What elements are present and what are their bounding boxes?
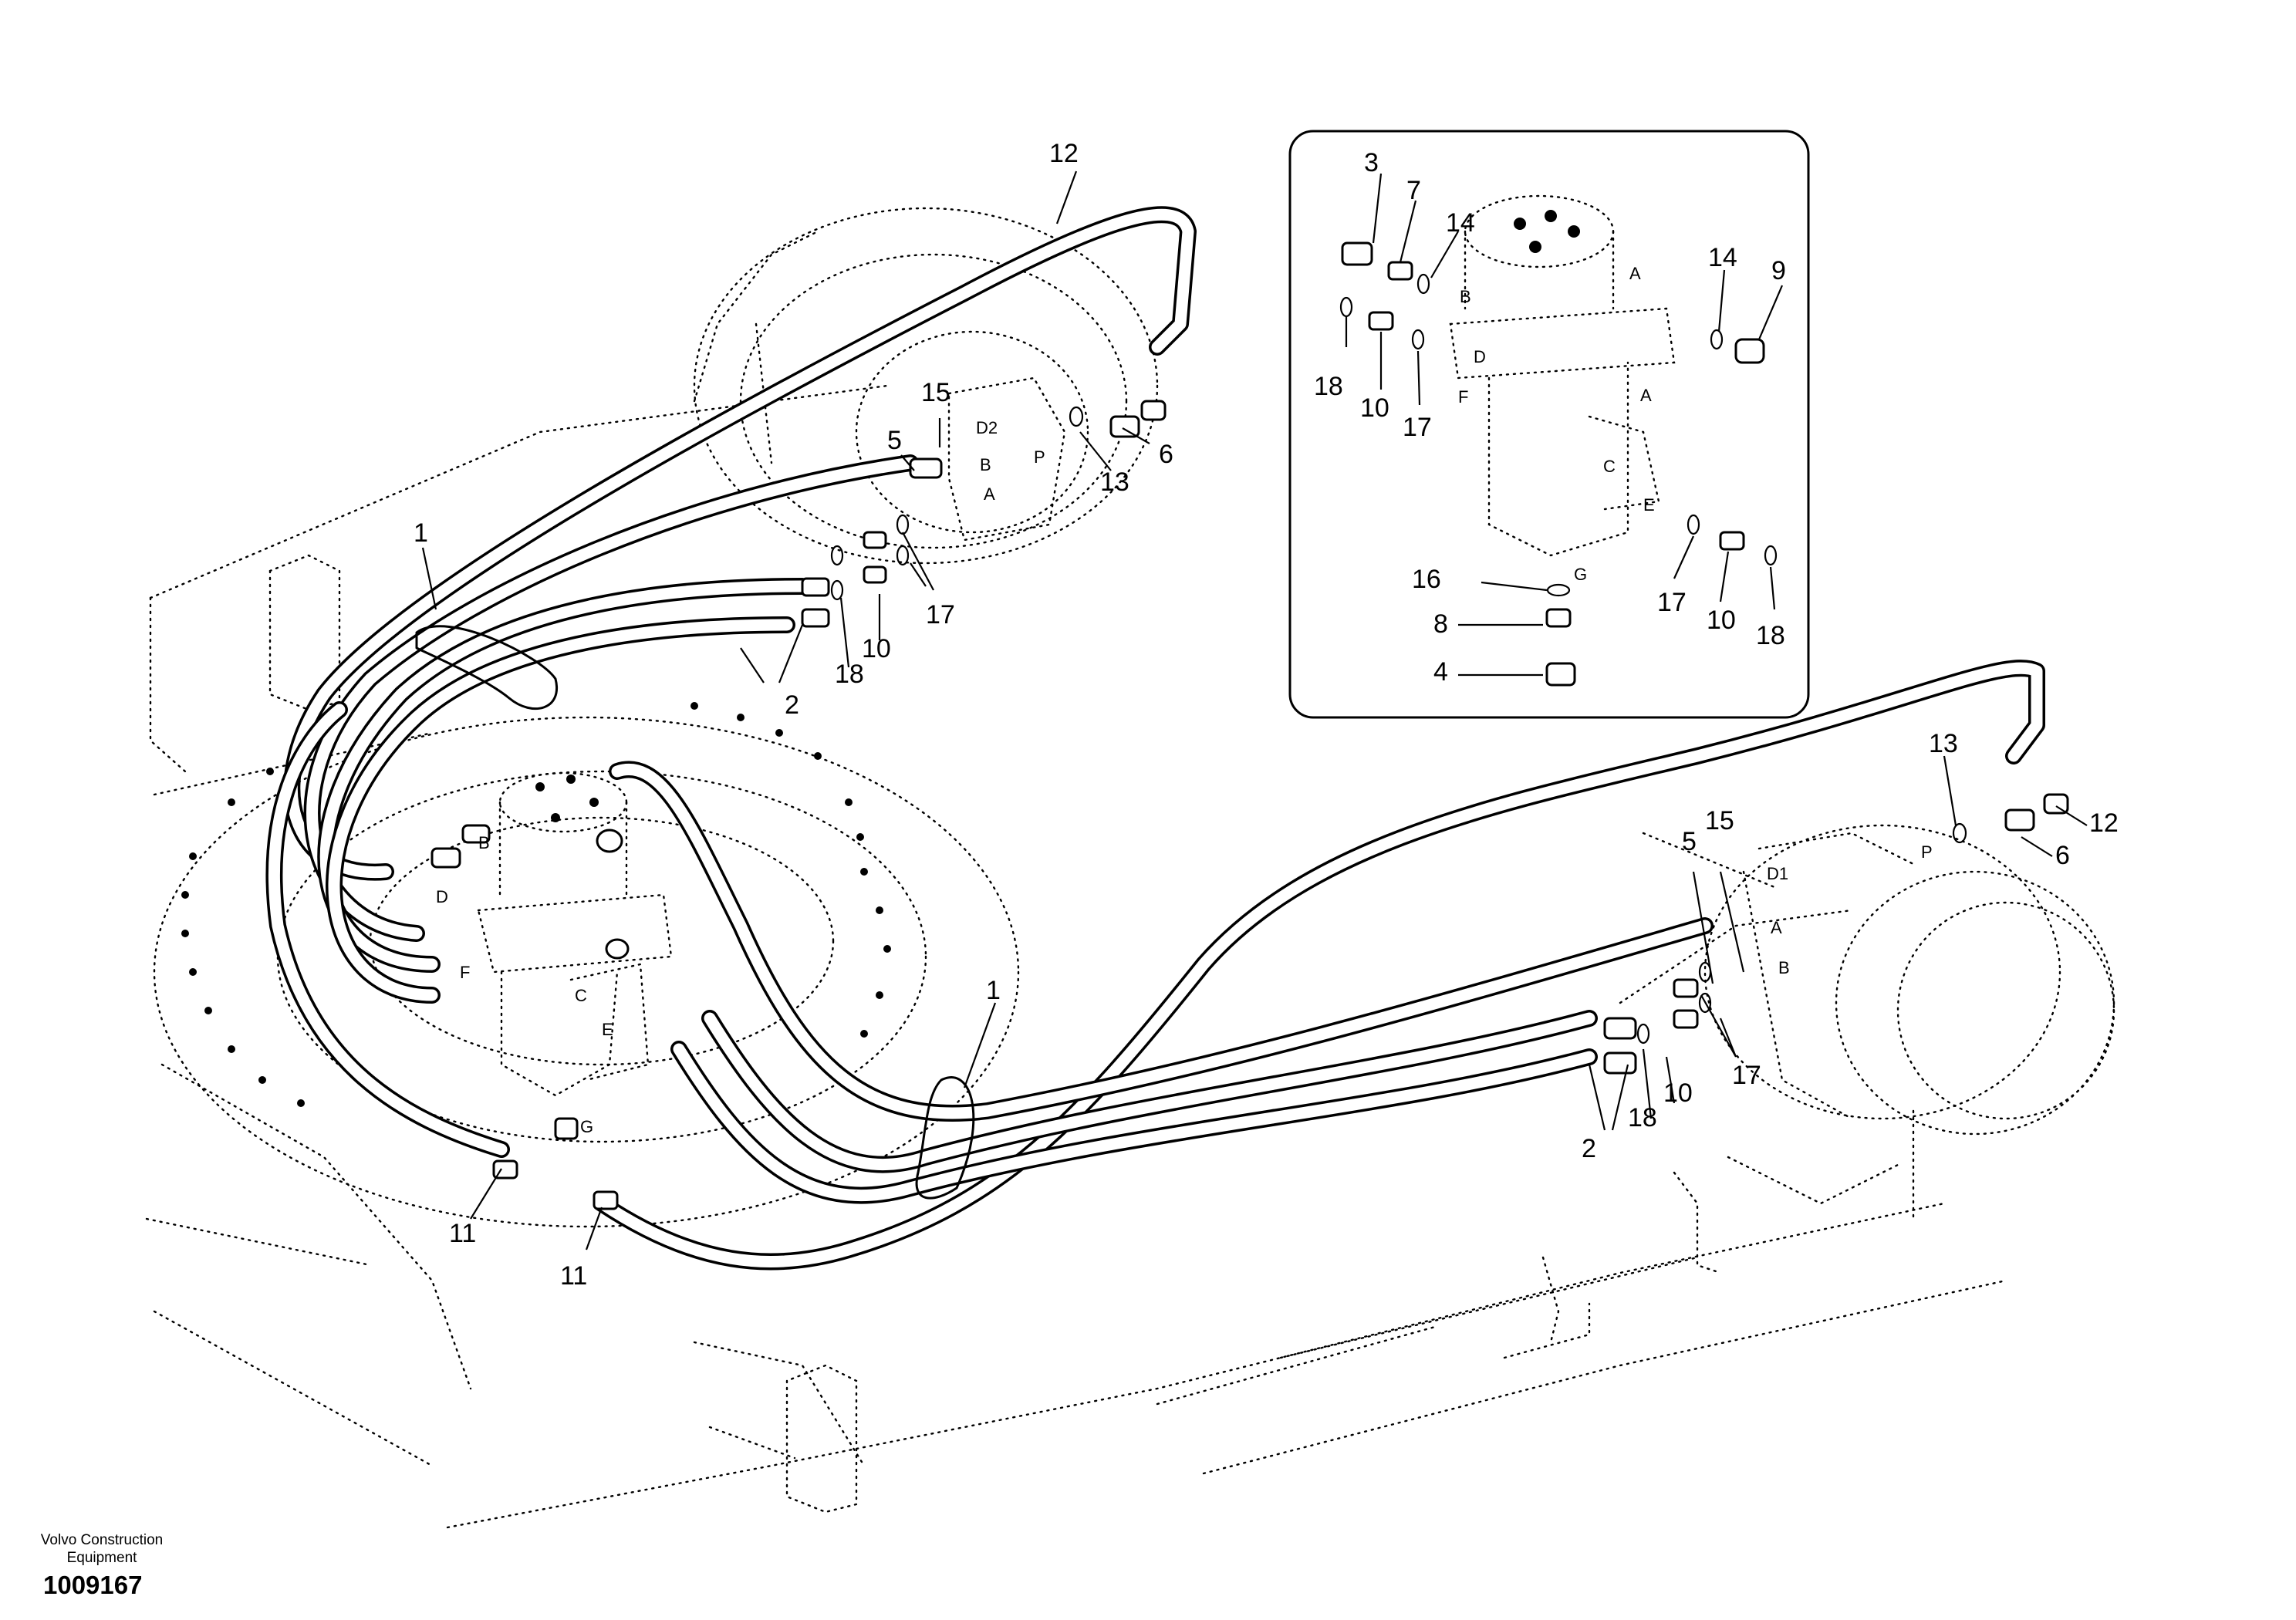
port-a-inset-top: A <box>1629 264 1641 283</box>
callout-labels: 1 2 3 4 5 6 7 8 9 10 11 11 12 13 14 14 1… <box>414 139 2119 1291</box>
callout-13-right: 13 <box>1929 729 1958 758</box>
callout-9-inset: 9 <box>1771 256 1786 285</box>
port-f-inset: F <box>1458 387 1468 407</box>
callout-10-inset-right: 10 <box>1707 606 1736 635</box>
leader-lines <box>421 170 2088 1250</box>
port-p-top: P <box>1034 447 1045 467</box>
port-g-inset: G <box>1574 565 1587 584</box>
hose-clamps <box>415 625 975 1200</box>
swivel-detail-inset <box>1288 130 1810 719</box>
callout-16-inset: 16 <box>1412 565 1441 594</box>
callout-15-top: 15 <box>921 378 950 407</box>
callout-18-inset-right: 18 <box>1756 621 1785 650</box>
callout-5-right: 5 <box>1682 827 1697 856</box>
brand-line-2: Equipment <box>66 1550 137 1566</box>
callout-2-top: 2 <box>785 690 799 720</box>
callout-17-right: 17 <box>1732 1061 1761 1090</box>
callout-6-top: 6 <box>1159 440 1173 469</box>
fittings <box>430 400 2069 1210</box>
port-b-right: B <box>1778 958 1790 977</box>
callout-10-inset-left: 10 <box>1360 393 1389 423</box>
callout-11-left: 11 <box>449 1219 476 1248</box>
port-d-swivel: D <box>436 887 448 906</box>
callout-10-right: 10 <box>1663 1078 1693 1108</box>
port-b-top: B <box>980 455 991 474</box>
callout-14-inset-right: 14 <box>1708 243 1737 272</box>
callout-17-top: 17 <box>926 600 955 629</box>
right-travel-motor <box>1642 824 2115 1136</box>
document-number: 1009167 <box>43 1571 143 1599</box>
brand-line-1: Volvo Construction <box>40 1532 164 1548</box>
center-swivel-joint <box>477 771 673 1097</box>
port-b-inset: B <box>1460 287 1471 306</box>
callout-12-right: 12 <box>2089 808 2119 838</box>
port-c-inset: C <box>1603 457 1616 476</box>
port-f-swivel: F <box>460 963 470 982</box>
callout-1-top: 1 <box>414 518 428 548</box>
callout-10-top: 10 <box>862 634 891 663</box>
callout-13-top: 13 <box>1100 467 1129 497</box>
callout-6-right: 6 <box>2055 841 2070 870</box>
port-d2-top: D2 <box>976 418 998 437</box>
callout-8-inset: 8 <box>1433 609 1448 639</box>
port-g-swivel: G <box>580 1117 593 1136</box>
callout-14-inset-left: 14 <box>1446 208 1475 238</box>
callout-17-inset-left: 17 <box>1403 413 1432 442</box>
port-e-swivel: E <box>602 1020 613 1039</box>
port-a-inset-side: A <box>1640 386 1652 405</box>
callout-5-top: 5 <box>887 426 902 455</box>
port-d-inset: D <box>1474 347 1486 366</box>
callout-1-right: 1 <box>986 976 1001 1005</box>
port-labels: D2 B P A B D F C E G D1 A B P A B D F A … <box>436 264 1933 1136</box>
callout-18-top: 18 <box>835 660 864 689</box>
port-e-inset: E <box>1643 495 1655 515</box>
callout-2-right: 2 <box>1582 1134 1596 1163</box>
callout-12-top: 12 <box>1049 139 1079 168</box>
hose-bundle <box>265 206 2045 1271</box>
callout-15-right: 15 <box>1705 806 1734 835</box>
callout-18-right: 18 <box>1628 1103 1657 1132</box>
callout-3-inset: 3 <box>1364 148 1379 177</box>
left-travel-motor <box>693 207 1159 565</box>
callout-17-inset-right: 17 <box>1657 588 1687 617</box>
port-b-swivel: B <box>478 833 490 852</box>
port-p-right: P <box>1921 842 1933 862</box>
callout-4-inset: 4 <box>1433 657 1448 687</box>
callout-7-inset: 7 <box>1406 176 1421 205</box>
brand-caption: Volvo Construction Equipment <box>25 1531 179 1567</box>
port-d1-right: D1 <box>1767 864 1788 883</box>
callout-18-inset-left: 18 <box>1314 372 1343 401</box>
port-a-right: A <box>1771 918 1782 937</box>
bolt-circle <box>181 702 891 1107</box>
port-a-top: A <box>984 484 995 504</box>
callout-11-bottom: 11 <box>560 1261 587 1291</box>
port-c-swivel: C <box>575 986 587 1005</box>
